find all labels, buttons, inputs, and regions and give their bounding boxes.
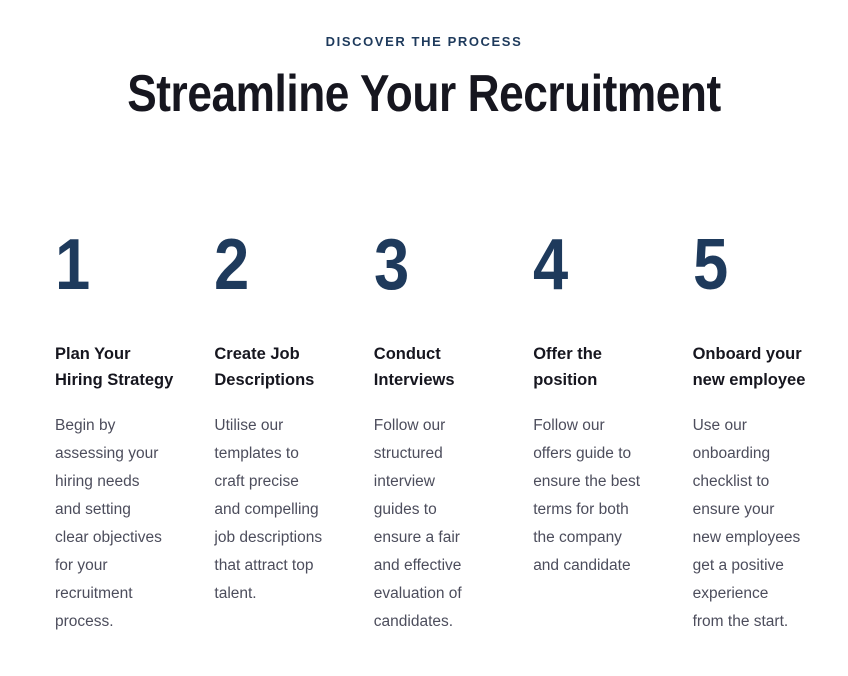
step-description: Use our onboarding checklist to ensure y… bbox=[692, 417, 801, 630]
step-number: 4 bbox=[533, 225, 569, 305]
step-title: Conduct Interviews bbox=[373, 345, 455, 389]
step-column-4: 4 Offer the position Follow our offers g… bbox=[533, 229, 675, 636]
step-title: Onboard your new employee bbox=[692, 345, 806, 389]
step-number: 3 bbox=[373, 225, 410, 305]
section-eyebrow: DISCOVER THE PROCESS bbox=[325, 34, 523, 49]
step-description: Follow our offers guide to ensure the be… bbox=[533, 417, 641, 574]
step-column-3: 3 Conduct Interviews Follow our structur… bbox=[374, 229, 516, 636]
step-description: Follow our structured interview guides t… bbox=[373, 417, 462, 630]
step-title: Create Job Descriptions bbox=[214, 345, 315, 389]
step-description: Begin by assessing your hiring needs and… bbox=[55, 417, 162, 630]
step-number: 1 bbox=[55, 225, 91, 305]
step-title: Offer the position bbox=[533, 345, 602, 389]
step-number: 2 bbox=[214, 225, 250, 305]
step-number: 5 bbox=[692, 225, 728, 305]
step-description: Utilise our templates to craft precise a… bbox=[214, 417, 323, 602]
step-title: Plan Your Hiring Strategy bbox=[55, 345, 174, 389]
step-column-1: 1 Plan Your Hiring Strategy Begin by ass… bbox=[55, 229, 197, 636]
page-title: Streamline Your Recruitment bbox=[127, 65, 721, 123]
step-column-5: 5 Onboard your new employee Use our onbo… bbox=[693, 229, 835, 636]
step-column-2: 2 Create Job Descriptions Utilise our te… bbox=[214, 229, 356, 636]
steps-grid: 1 Plan Your Hiring Strategy Begin by ass… bbox=[55, 229, 835, 636]
